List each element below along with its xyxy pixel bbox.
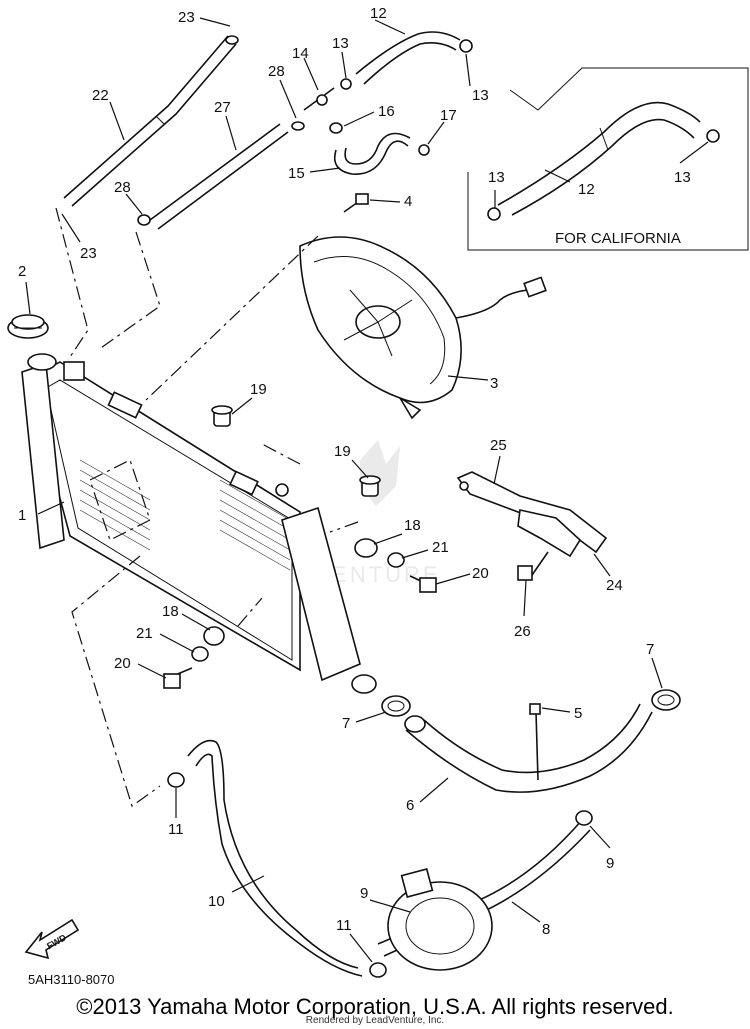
callout-1: 1: [18, 507, 26, 524]
callout-13a: 13: [472, 87, 489, 104]
callout-12b: 12: [578, 181, 595, 198]
callout-7b: 7: [646, 641, 654, 658]
callout-14: 14: [292, 45, 309, 62]
inset-label: FOR CALIFORNIA: [555, 230, 681, 247]
radiator-bracket: [456, 471, 608, 581]
callout-21a: 21: [432, 539, 449, 556]
callout-20b: 20: [114, 655, 131, 672]
callout-10: 10: [208, 893, 225, 910]
fan-motor-assembly: [299, 193, 547, 420]
callout-23b: 23: [80, 245, 97, 262]
callout-16: 16: [378, 103, 395, 120]
callout-17: 17: [440, 107, 457, 124]
callout-19b: 19: [334, 443, 351, 460]
leader-lines: [25, 17, 663, 963]
callout-28a: 28: [268, 63, 285, 80]
fwd-arrow-icon: FWD: [24, 918, 80, 960]
california-inset: FOR CALIFORNIA: [467, 67, 749, 251]
callout-24: 24: [606, 577, 623, 594]
callout-22: 22: [92, 87, 109, 104]
callout-3: 3: [490, 375, 498, 392]
lower-hoses: [167, 689, 681, 978]
callout-9a: 9: [606, 855, 614, 872]
callout-6: 6: [406, 797, 414, 814]
callout-23a: 23: [178, 9, 195, 26]
callout-26: 26: [514, 623, 531, 640]
upper-hoses: [63, 31, 473, 230]
callout-27: 27: [214, 99, 231, 116]
callout-8: 8: [542, 921, 550, 938]
callout-7a: 7: [342, 715, 350, 732]
callout-19a: 19: [250, 381, 267, 398]
callout-18a: 18: [404, 517, 421, 534]
callout-21b: 21: [136, 625, 153, 642]
part-code: 5AH3110-8070: [28, 972, 115, 987]
callout-12a: 12: [370, 5, 387, 22]
callout-20a: 20: [472, 565, 489, 582]
callout-5: 5: [574, 705, 582, 722]
radiator-cap: [7, 314, 49, 339]
callout-18b: 18: [162, 603, 179, 620]
callout-numbers: 23 12 13 14 28 13 22 27 16 17 15 28 23 4…: [18, 5, 691, 938]
callout-15: 15: [288, 165, 305, 182]
callout-25: 25: [490, 437, 507, 454]
mounting-hardware: [163, 405, 437, 689]
connection-lines: [55, 207, 359, 807]
callout-13d: 13: [674, 169, 691, 186]
radiator: [21, 353, 377, 694]
rendered-by-notice: Rendered by LeadVenture, Inc.: [305, 1015, 445, 1026]
callout-13c: 13: [488, 169, 505, 186]
callout-9b: 9: [360, 885, 368, 902]
radiator-core-fins: [79, 459, 291, 571]
callout-13b: 13: [332, 35, 349, 52]
callout-4: 4: [404, 193, 412, 210]
callout-28b: 28: [114, 179, 131, 196]
callout-11b: 11: [336, 917, 352, 934]
callout-11a: 11: [168, 821, 184, 838]
copyright-notice: ©2013 Yamaha Motor Corporation, U.S.A. A…: [76, 994, 674, 1019]
callout-2: 2: [18, 263, 26, 280]
